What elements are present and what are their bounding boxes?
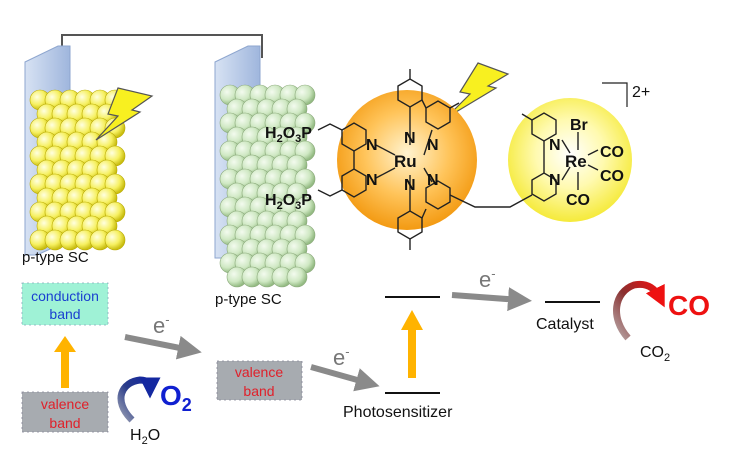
valence-band-label: band [243, 383, 274, 399]
n-atom-label: N [549, 137, 561, 154]
right-electrode [214, 45, 316, 288]
n-atom-label: N [366, 137, 378, 154]
electron-label: e- [333, 344, 350, 370]
ru-photosensitizer-sphere [337, 90, 477, 230]
valence-band-label: valence [235, 364, 283, 380]
co-product-label: CO [668, 290, 710, 321]
br-label: Br [570, 117, 588, 134]
n-atom-label: N [404, 177, 416, 194]
nanoparticle [286, 266, 308, 288]
phosphonate-anchor-bottom: H2O3P [265, 192, 312, 212]
photosensitizer-label: Photosensitizer [343, 404, 453, 421]
electron-label: e- [479, 266, 496, 292]
lightning-bolt-icon [95, 87, 154, 141]
molecular-bonds [317, 69, 628, 250]
charge-label: 2+ [632, 84, 650, 101]
electron-transfer-arrow [451, 287, 532, 312]
co-ligand-label: CO [600, 168, 624, 185]
water-oxidation-arrow [117, 376, 161, 423]
re-label: Re [565, 152, 587, 171]
co-ligand-label: CO [600, 144, 624, 161]
molecule-labels: H2O3P H2O3P Ru Re Br CO CO CO N N N N N … [265, 84, 650, 212]
n-atom-label: N [366, 172, 378, 189]
o2-label: O2 [160, 380, 192, 415]
co2-reduction-arrow [613, 280, 665, 341]
green-nanoparticles [219, 84, 316, 288]
excitation-arrow [401, 310, 423, 378]
excitation-arrow [54, 336, 76, 388]
valence-band-label: band [49, 415, 80, 431]
electron-transfer-arrow [310, 364, 380, 392]
h2o-label: H2O [130, 427, 160, 447]
conduction-band-label: conduction [31, 288, 99, 304]
yellow-nanoparticles [29, 89, 126, 251]
co-ligand-label: CO [566, 192, 590, 209]
n-atom-label: N [404, 130, 416, 147]
electron-label: e- [153, 312, 170, 338]
valence-band-label: valence [41, 396, 89, 412]
left-electrode [24, 45, 126, 256]
right-electrode-label: p-type SC [215, 291, 282, 308]
electron-labels: e- e- e- [153, 266, 496, 370]
conduction-band-label: band [49, 306, 80, 322]
left-electrode-label: p-type SC [22, 249, 89, 266]
n-atom-label: N [549, 172, 561, 189]
electron-transfer-arrow [124, 334, 202, 360]
co2-label: CO2 [640, 344, 670, 364]
nanoparticle [104, 229, 126, 251]
lightning-bolt-icon [445, 62, 510, 119]
n-atom-label: N [427, 137, 439, 154]
n-atom-label: N [427, 172, 439, 189]
valence-band-mid-box: valence band [216, 360, 303, 401]
phosphonate-anchor-top: H2O3P [265, 125, 312, 145]
conduction-band-box: conduction band [21, 282, 109, 326]
ru-label: Ru [394, 152, 417, 171]
valence-band-left-box: valence band [21, 391, 109, 433]
catalyst-label: Catalyst [536, 316, 594, 333]
re-catalyst-sphere [508, 98, 632, 222]
